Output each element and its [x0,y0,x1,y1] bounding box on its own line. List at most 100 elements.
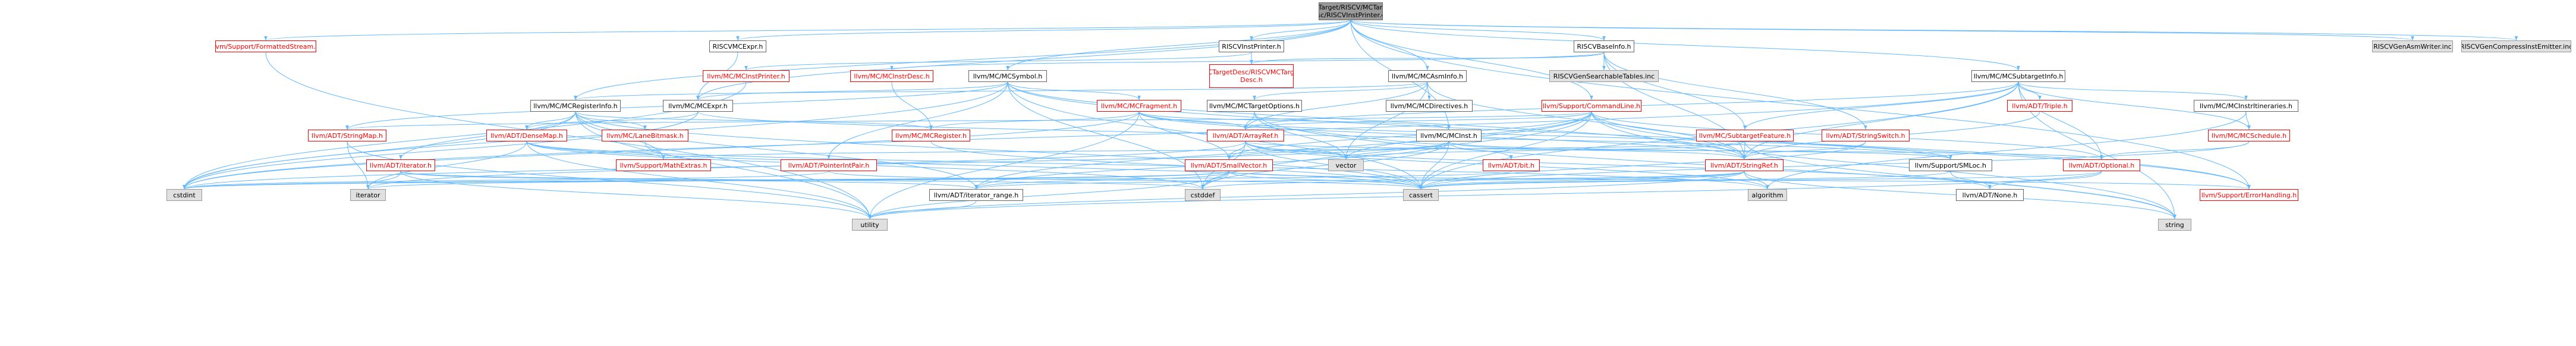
node-mcinstprinter[interactable]: llvm/MC/MCInstPrinter.h [703,70,790,82]
edge-formatted_stream-to-utility [265,52,872,219]
node-adt-iterator[interactable]: llvm/ADT/iterator.h [366,159,435,171]
node-mcdirectives[interactable]: llvm/MC/MCDirectives.h [1386,100,1473,112]
node-densemap[interactable]: llvm/ADT/DenseMap.h [486,130,567,141]
node-mathextras[interactable]: llvm/Support/MathExtras.h [616,159,711,171]
edge-root-to-riscvmcexpr [736,20,1351,41]
node-riscvmctargetdesc[interactable]: MCTargetDesc/RISCVMCTarget Desc.h [1209,64,1294,88]
node-mcsubtargetinfo[interactable]: llvm/MC/MCSubtargetInfo.h [1971,70,2065,82]
node-vector[interactable]: vector [1328,159,1364,171]
edge-stringref-to-utility [868,171,1745,219]
edge-commandline-to-cstddef [1201,111,1592,190]
edge-pointerintpair-to-cassert [828,171,1423,190]
edge-mcregisterinfo-to-utility [575,111,872,219]
edge-smallvector-to-cstdint [183,171,1229,190]
edge-stringmap-to-iterator_std [347,141,370,190]
edge-mcregisterinfo-to-iterator_range [575,111,978,190]
node-riscvgensearchabletables-inc[interactable]: RISCVGenSearchableTables.inc [1549,70,1659,82]
edge-mcsubtargetinfo-to-subtargetfeature [1743,81,2019,130]
node-cassert[interactable]: cassert [1403,189,1439,201]
edge-commandline-to-smallvector [1227,111,1592,160]
edge-mcsubtargetinfo-to-mcinstrit [2018,81,2248,100]
node-errorhandling[interactable]: llvm/Support/ErrorHandling.h [2200,189,2298,201]
node-mcexpr[interactable]: llvm/MC/MCExpr.h [663,100,733,112]
node-stringref[interactable]: llvm/ADT/StringRef.h [1705,159,1784,171]
node-subtargetfeature[interactable]: llvm/MC/SubtargetFeature.h [1696,130,1794,141]
node-formatted-stream[interactable]: llvm/Support/FormattedStream.h [215,40,316,52]
edge-mcinst-to-cassert [1419,141,1449,190]
node-commandline[interactable]: llvm/Support/CommandLine.h [1542,100,1641,112]
node-mcsymbol[interactable]: llvm/MC/MCSymbol.h [968,70,1047,82]
edge-stringref-to-iterator_range [974,171,1745,190]
edge-mcsymbol-to-mcfragment [1007,81,1141,100]
node-lanebitmask[interactable]: llvm/MC/LaneBitmask.h [602,130,688,141]
edge-arrayref-to-optional [1245,141,2103,160]
edge-mcsymbol-to-errorhandling [1007,81,2251,190]
edge-commandline-to-arrayref [1244,111,1592,130]
node-smallvector[interactable]: llvm/ADT/SmallVector.h [1185,159,1273,171]
node-mcfragment[interactable]: llvm/MC/MCFragment.h [1097,100,1181,112]
edge-mcinstrdesc-to-mcregister [891,81,933,130]
edge-mcsubtargetinfo-to-cstdint [183,81,2019,190]
node-algorithm[interactable]: algorithm [1748,189,1787,201]
edge-subtargetfeature-to-string [1744,141,2176,219]
edge-riscvbaseinfo-to-mctargetdesc [1250,52,1605,65]
node-pointerintpair[interactable]: llvm/ADT/PointerIntPair.h [781,159,877,171]
node-stringswitch[interactable]: llvm/ADT/StringSwitch.h [1822,130,1910,141]
edge-smallvector-to-utility [868,171,1229,219]
edge-root-to-mcasminfo [1350,20,1429,71]
edge-mcfragment-to-mcregister [929,111,1140,130]
node-riscvgencompressinstemitter-inc[interactable]: RISCVGenCompressInstEmitter.inc [2461,40,2571,52]
node-arrayref[interactable]: llvm/ADT/ArrayRef.h [1207,130,1284,141]
edge-mcinst-to-stringref [1448,141,1746,160]
edge-mcschedule-to-cassert [1419,141,2250,190]
edge-mcasminfo-to-mcregisterinfo [574,81,1428,100]
edge-stringref-to-cassert [1419,171,1745,190]
node-iterator-range[interactable]: llvm/ADT/iterator_range.h [929,189,1023,201]
edge-riscvbaseinfo-to-stringswitch [1603,52,1867,130]
edge-arrayref-to-adt_none [1245,141,1992,190]
node-utility[interactable]: utility [852,219,888,231]
node-riscvinstprinter[interactable]: RISCVInstPrinter.h [1219,40,1284,52]
node-smloc[interactable]: llvm/Support/SMLoc.h [1909,159,1992,171]
edge-mcinst-to-arrayref [1244,125,1449,144]
edge-commandline-to-stringmap [345,111,1592,130]
node-mcasminfo[interactable]: llvm/MC/MCAsmInfo.h [1388,70,1467,82]
node-adt-triple[interactable]: llvm/ADT/Triple.h [2007,100,2072,112]
edge-mcregisterinfo-to-densemap [525,111,576,130]
node-mcregister[interactable]: llvm/MC/MCRegister.h [892,130,970,141]
root-line-1: lib/Target/RISCV/MCTarget [1319,4,1383,11]
edge-commandline-to-string [1591,111,2176,219]
node-adt-none[interactable]: llvm/ADT/None.h [1956,189,2024,201]
node-cstddef[interactable]: cstddef [1185,189,1221,201]
node-mcinst[interactable]: llvm/MC/MCInst.h [1416,130,1482,141]
node-riscvgenasmwriter-inc[interactable]: RISCVGenAsmWriter.inc [2372,40,2453,52]
node-optional[interactable]: llvm/ADT/Optional.h [2063,159,2140,171]
node-mctargetoptions[interactable]: llvm/MC/MCTargetOptions.h [1207,100,1302,112]
edge-root-to-riscvinstprinter [1250,20,1351,41]
edge-smloc-to-adt_none [1950,171,1992,190]
edge-mcsymbol-to-mcexpr [696,81,1008,100]
edge-mcexpr-to-smloc [697,111,1952,160]
edge-mcinstrit-to-mcschedule [2245,111,2251,130]
edge-root-to-mcsymbol [1006,20,1351,71]
edge-root-to-compress_inc [1350,20,2518,41]
edge-pointerintpair-to-cstdint [183,171,829,190]
edge-commandline-to-iterator_range [974,111,1592,190]
node-riscvmcexpr[interactable]: RISCVMCExpr.h [709,40,766,52]
node-mcinstrdesc[interactable]: llvm/MC/MCInstrDesc.h [850,70,933,82]
node-mcinstritineraries[interactable]: llvm/MC/MCInstrItineraries.h [2194,100,2298,112]
node-iterator[interactable]: iterator [350,189,386,201]
edge-mcexpr-to-densemap [525,111,699,130]
node-string[interactable]: string [2158,219,2191,231]
node-mcschedule[interactable]: llvm/MC/MCSchedule.h [2208,130,2290,141]
node-root-riscvinstprinter-cpp[interactable]: lib/Target/RISCV/MCTarget Desc/RISCVInst… [1319,2,1383,20]
node-stringmap[interactable]: llvm/ADT/StringMap.h [308,130,386,141]
edge-riscvbaseinfo-to-subtargetfeature [1603,52,1747,130]
edge-stringmap-to-utility [347,141,872,219]
node-riscvbaseinfo[interactable]: RISCVBaseInfo.h [1574,40,1634,52]
edge-mcasminfo-to-mctargetoptions [1253,81,1428,100]
node-cstdint[interactable]: cstdint [166,189,202,201]
node-adt-bit[interactable]: llvm/ADT/bit.h [1483,159,1540,171]
node-mcregisterinfo[interactable]: llvm/MC/MCRegisterInfo.h [530,100,621,112]
